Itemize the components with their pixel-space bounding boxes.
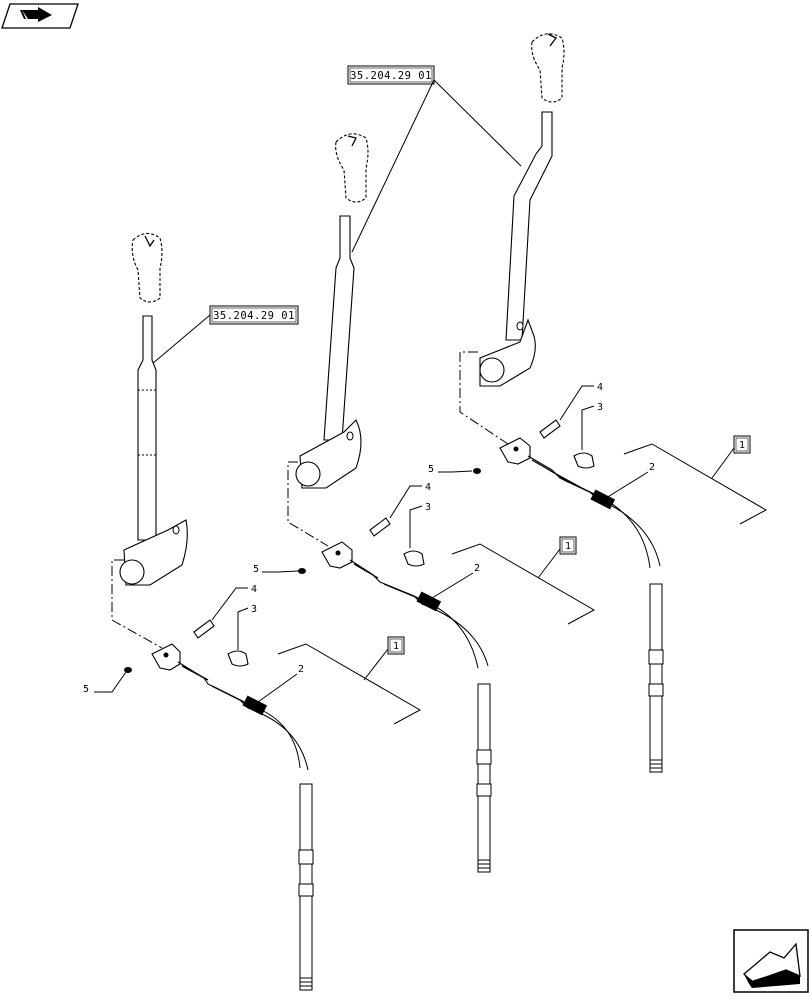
ref-left-text: 35.204.29 01 (213, 310, 295, 322)
callout-box-1-right[interactable]: 1 (623, 435, 768, 525)
callout-1-text: 1 (565, 541, 571, 552)
svg-text:5: 5 (83, 684, 89, 695)
callout-4-right: 4 (559, 382, 603, 421)
callout-5-right: 5 (428, 464, 473, 475)
callout-4-middle: 4 (389, 482, 431, 519)
callout-5-middle: 5 (253, 564, 299, 575)
svg-text:2: 2 (649, 462, 655, 473)
lever-assembly-2 (287, 133, 492, 873)
callout-1-text: 1 (393, 641, 399, 652)
ref-top-text: 35.204.29 01 (350, 70, 432, 82)
callout-box-1-middle[interactable]: 1 (451, 536, 596, 625)
svg-text:5: 5 (253, 564, 259, 575)
callout-3-middle: 3 (409, 502, 431, 548)
ref-box-top[interactable]: 35.204.29 01 (347, 65, 435, 85)
lever-assembly-1 (111, 232, 314, 991)
callout-2-left: 2 (257, 664, 304, 703)
svg-text:3: 3 (425, 502, 431, 513)
callout-2-right: 2 (605, 462, 655, 499)
callout-3-left: 3 (237, 604, 257, 650)
back-arrow-icon[interactable] (1, 3, 79, 29)
svg-text:4: 4 (425, 482, 431, 493)
callout-box-1-left[interactable]: 1 (277, 636, 422, 725)
callout-2-middle: 2 (431, 563, 480, 599)
callout-5-left: 5 (83, 671, 127, 695)
callout-1-text: 1 (739, 440, 745, 451)
svg-text:2: 2 (474, 563, 480, 574)
callout-3-right: 3 (581, 402, 603, 450)
svg-text:5: 5 (428, 464, 434, 475)
svg-text:2: 2 (298, 664, 304, 675)
svg-text:4: 4 (251, 584, 257, 595)
svg-text:3: 3 (251, 604, 257, 615)
ref-box-left[interactable]: 35.204.29 01 (209, 305, 299, 325)
lever-assembly-3 (459, 33, 664, 773)
next-arrow-icon[interactable] (733, 929, 809, 993)
svg-text:4: 4 (597, 382, 603, 393)
callout-4-left: 4 (211, 584, 257, 621)
svg-text:3: 3 (597, 402, 603, 413)
